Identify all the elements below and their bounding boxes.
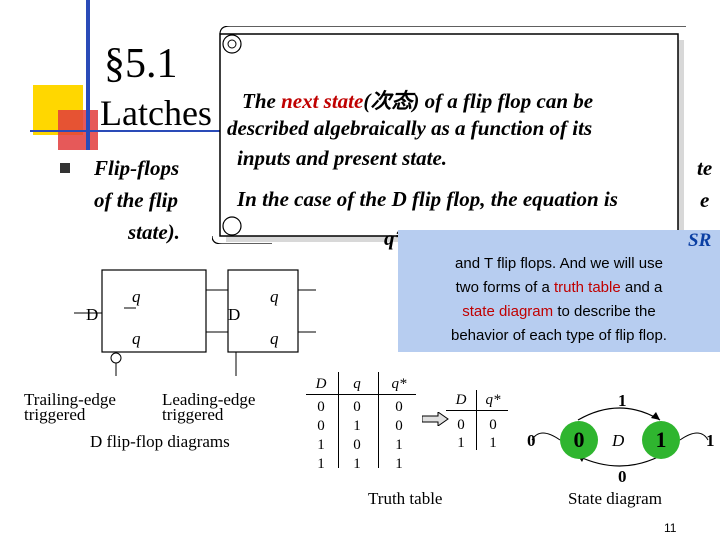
bluebox-line3-start: two forms of a bbox=[455, 279, 554, 296]
scroll-line1-rest: (次态) of a flip flop can be bbox=[363, 89, 594, 113]
truth-table-header: q bbox=[353, 376, 361, 392]
state-diagram-bottom-label: 0 bbox=[618, 467, 627, 486]
next-state-term: next state bbox=[281, 89, 364, 113]
bluebox-line4-end: to describe the bbox=[553, 303, 656, 320]
state-diagram-left-label: 0 bbox=[527, 431, 536, 450]
bluebox-line4: state diagram to describe the bbox=[398, 303, 720, 320]
short-table-cell: 1 bbox=[489, 435, 497, 451]
truth-table-header: q* bbox=[391, 376, 407, 392]
right-ff-q-bottom: q bbox=[270, 329, 279, 348]
bluebox-line3: two forms of a truth table and a bbox=[398, 279, 720, 296]
scroll-line4: In the case of the D flip flop, the equa… bbox=[237, 187, 618, 211]
decor-blue-bar bbox=[86, 0, 90, 150]
truth-table-divider bbox=[306, 394, 416, 395]
bluebox-line3-end: and a bbox=[620, 279, 663, 296]
state-diagram-term: state diagram bbox=[462, 303, 554, 320]
flip-flop-symbols bbox=[74, 269, 316, 376]
bullet-marker bbox=[60, 163, 70, 173]
slide-subtitle: Latches bbox=[100, 93, 212, 133]
short-table-cell: 0 bbox=[489, 417, 497, 433]
truth-table-cell: 1 bbox=[395, 456, 403, 472]
state-diagram-middle-label: D bbox=[612, 431, 625, 450]
bluebox-line2: and T flip flops. And we will use bbox=[455, 255, 663, 272]
bullet-text-line3: state). bbox=[128, 220, 180, 244]
state-0-node: 0 bbox=[560, 421, 598, 459]
trailing-edge-label-2: triggered bbox=[24, 405, 86, 424]
state-1-node: 1 bbox=[642, 421, 680, 459]
state-diagram-top-label: 1 bbox=[618, 391, 627, 410]
truth-table-cell: 0 bbox=[317, 399, 325, 415]
scroll-line3: inputs and present state. bbox=[237, 146, 448, 170]
leading-edge-label-2: triggered bbox=[162, 405, 224, 424]
truth-table-cell: 0 bbox=[395, 399, 403, 415]
scroll-shape bbox=[212, 26, 686, 244]
scroll-line2: described algebraically as a function of… bbox=[227, 116, 593, 140]
page-number: 11 bbox=[664, 521, 677, 535]
truth-table-divider bbox=[338, 372, 339, 468]
short-table-cell: 0 bbox=[457, 417, 465, 433]
left-ff-q-bottom: q bbox=[132, 329, 141, 348]
truth-table-cell: 1 bbox=[317, 437, 325, 453]
short-table-divider bbox=[476, 390, 477, 450]
bullet-text-line2-end: e bbox=[700, 188, 710, 212]
left-ff-d-input: D bbox=[86, 305, 99, 324]
state-diagram-caption: State diagram bbox=[568, 489, 662, 508]
state-diagram-right-label: 1 bbox=[706, 431, 715, 450]
left-ff-q-top: q bbox=[132, 287, 141, 306]
flip-flop-diagrams-caption: D flip-flop diagrams bbox=[90, 432, 230, 451]
bullet-text-line2: of the flip bbox=[94, 188, 178, 212]
truth-table-cell: 0 bbox=[317, 418, 325, 434]
scroll-line1-start: The bbox=[242, 89, 282, 113]
bluebox-line1-tail: SR bbox=[688, 230, 712, 251]
truth-table-term: truth table bbox=[553, 279, 621, 296]
truth-table-caption: Truth table bbox=[368, 489, 443, 508]
short-table-divider bbox=[446, 410, 508, 411]
right-ff-q-top: q bbox=[270, 287, 279, 306]
bullet-text-line1-end: te bbox=[697, 156, 713, 180]
truth-table-cell: 0 bbox=[395, 418, 403, 434]
truth-table-cell: 1 bbox=[317, 456, 325, 472]
right-ff-d-input: D bbox=[228, 305, 241, 324]
truth-table-cell: 0 bbox=[353, 399, 361, 415]
truth-table-cell: 1 bbox=[353, 418, 361, 434]
bullet-text-line1: Flip-flops bbox=[94, 156, 180, 180]
truth-table-cell: 1 bbox=[395, 437, 403, 453]
short-table-cell: 1 bbox=[457, 435, 465, 451]
state-diagram-arrows bbox=[531, 407, 709, 467]
leading-edge-label-1: Leading-edge bbox=[162, 390, 256, 409]
leading-edge-flip-flop bbox=[227, 269, 316, 376]
flip-flop-types-note: SR and T flip flops. And we will use two… bbox=[398, 230, 720, 352]
scroll-line1: The next state(次态) of a flip flop can be bbox=[242, 85, 593, 115]
bluebox-line5: behavior of each type of flip flop. bbox=[451, 327, 667, 344]
trailing-edge-flip-flop bbox=[74, 269, 234, 376]
short-table-header: D bbox=[455, 392, 467, 408]
truth-table-cell: 1 bbox=[353, 456, 361, 472]
truth-table-divider bbox=[378, 372, 379, 468]
trailing-edge-label-1: Trailing-edge bbox=[24, 390, 116, 409]
short-table-header: q* bbox=[485, 392, 501, 408]
arrow-icon bbox=[422, 412, 449, 426]
slide-title: §5.1 bbox=[104, 41, 178, 87]
truth-table-header: D bbox=[315, 376, 327, 392]
scroll-callout: The next state(次态) of a flip flop can be… bbox=[212, 26, 686, 250]
truth-table-cell: 0 bbox=[353, 437, 361, 453]
